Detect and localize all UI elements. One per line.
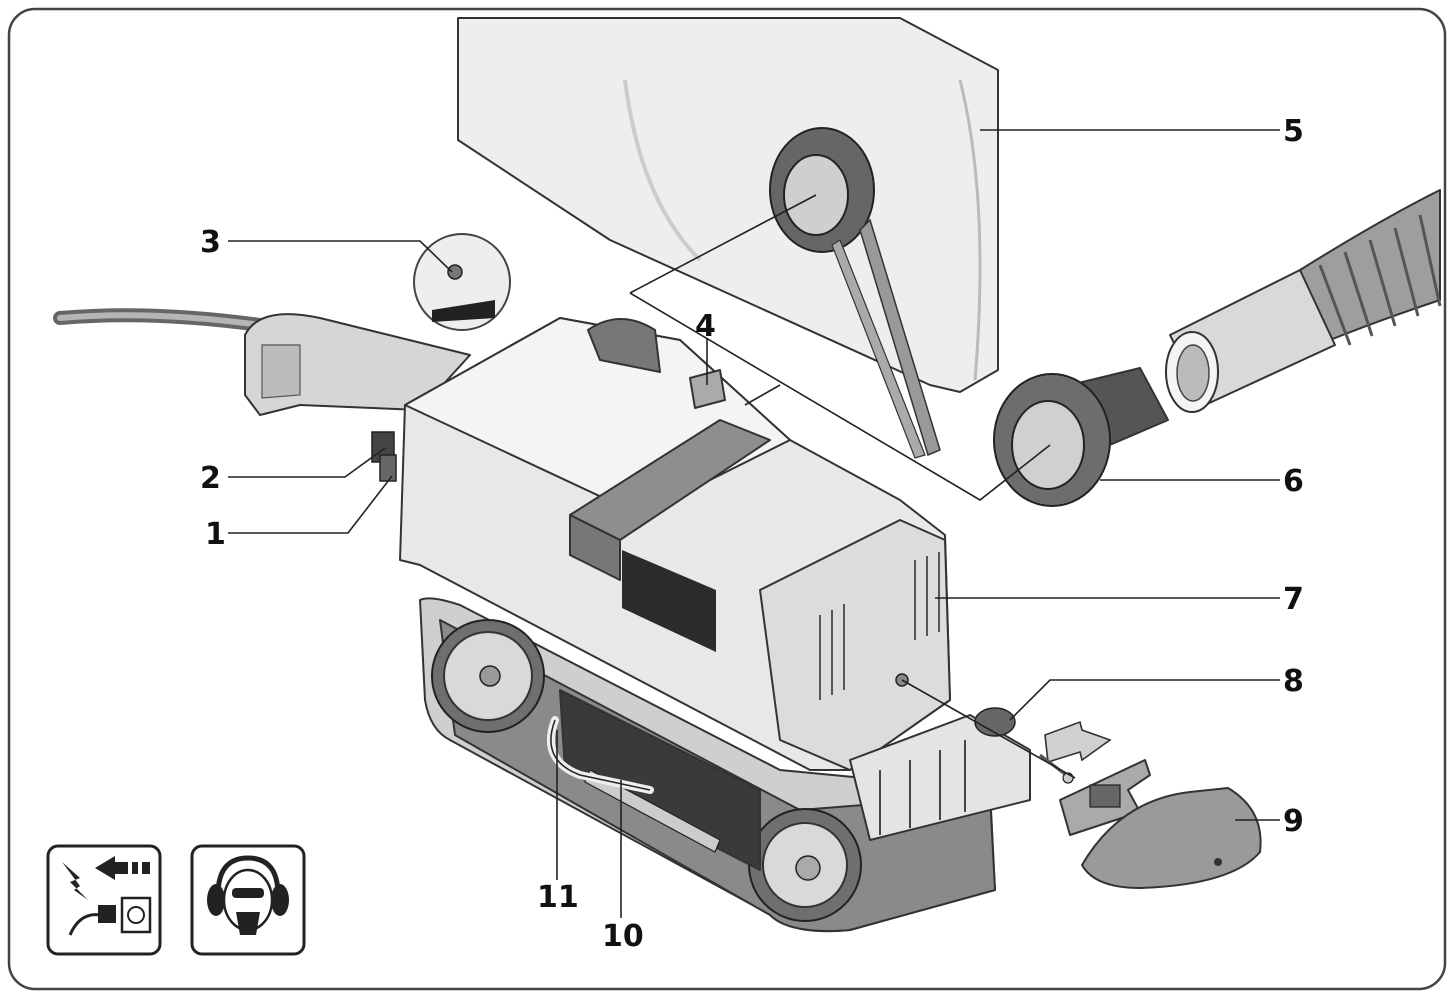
spanner-tool — [1039, 720, 1262, 889]
callout-1: 1 — [205, 517, 226, 552]
callout-2: 2 — [200, 461, 221, 496]
callout-9: 9 — [1283, 804, 1304, 839]
callout-7: 7 — [1283, 582, 1304, 617]
callout-3: 3 — [200, 225, 221, 260]
sander-housing — [399, 317, 951, 771]
sanding-belt-unit — [419, 597, 1031, 933]
wear-ear-and-respiratory-protection-icon — [190, 844, 306, 956]
callout-8: 8 — [1283, 664, 1304, 699]
callout-6: 6 — [1283, 464, 1304, 499]
callout-10: 10 — [602, 919, 644, 954]
callout-11: 11 — [537, 880, 579, 915]
vacuum-adapter — [993, 367, 1169, 507]
leader-lines — [228, 129, 1280, 918]
callout-4: 4 — [695, 309, 716, 344]
sander-handle — [244, 313, 471, 482]
callout-labels: 1 2 3 4 5 6 7 8 9 10 11 — [200, 114, 1304, 954]
callout-5: 5 — [1283, 114, 1304, 149]
vacuum-hose — [1165, 189, 1442, 413]
unplug-before-service-icon — [46, 844, 162, 956]
dust-bag — [457, 17, 999, 459]
